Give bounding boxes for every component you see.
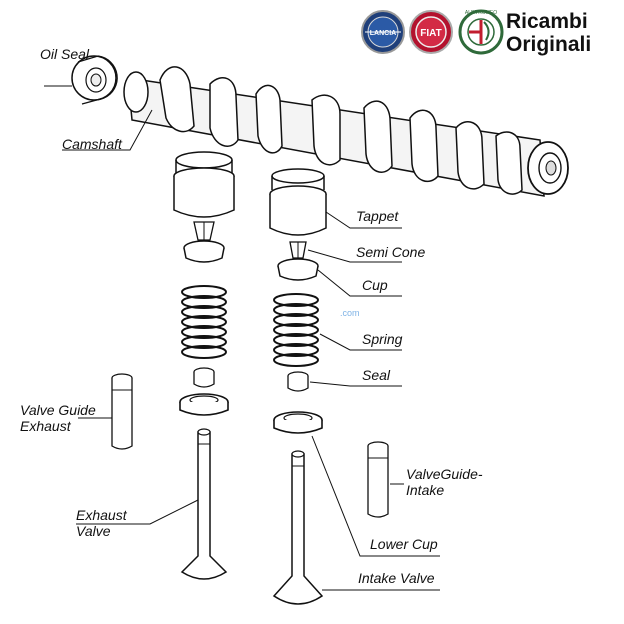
exhaust-seal-part (193, 367, 215, 388)
exhaust-spring-part (181, 285, 227, 359)
intake-spring-part (273, 293, 319, 367)
label-lower-cup: Lower Cup (370, 536, 438, 552)
label-oil-seal: Oil Seal (40, 46, 90, 62)
label-spring: Spring (362, 331, 403, 347)
exhaust-valve-leader (76, 499, 199, 525)
intake-cup-part (277, 258, 319, 281)
seal-leader (309, 381, 402, 387)
cup-leader (317, 269, 402, 297)
fiat-logo: FIAT (409, 10, 453, 54)
label-tappet: Tappet (356, 208, 399, 224)
label-camshaft: Camshaft (62, 136, 122, 152)
label-seal: Seal (362, 367, 391, 383)
brand-line-1: Ricambi (506, 10, 588, 33)
lower-cup-leader (311, 435, 440, 557)
camshaft-leader (62, 109, 153, 151)
intake-seal-part (287, 371, 309, 392)
intake-semi-cone-part (289, 241, 307, 259)
intake-valve-part (272, 450, 324, 605)
label-valve-guide-intake: ValveGuide- Intake (406, 466, 483, 498)
camshaft-part (123, 66, 569, 197)
spring-leader (319, 333, 402, 351)
brand-title: Ricambi Originali (506, 10, 591, 56)
tappet-leader (325, 211, 402, 229)
leader-lines (44, 85, 440, 591)
exhaust-semi-cone-part (193, 221, 215, 241)
label-intake-valve: Intake Valve (358, 570, 435, 586)
exhaust-cup-part (183, 240, 225, 263)
intake-valve-guide-part (367, 441, 389, 518)
label-semi-cone: Semi Cone (356, 244, 426, 260)
label-exhaust-valve-line1: Exhaust (76, 507, 127, 523)
label-valve-guide-exhaust-line1: Valve Guide (20, 402, 96, 418)
svg-text:FIAT: FIAT (420, 28, 441, 39)
label-exhaust-valve: Exhaust Valve (76, 507, 127, 539)
watermark-text: .com (340, 308, 360, 318)
brand-line-2: Originali (506, 33, 592, 56)
label-exhaust-valve-line2: Valve (76, 523, 111, 539)
semi-cone-leader (307, 249, 402, 263)
exhaust-tappet-part (173, 151, 235, 218)
label-cup: Cup (362, 277, 388, 293)
intake-lower-cup-part (273, 411, 323, 434)
lancia-logo: LANCIA (361, 10, 405, 54)
exhaust-lower-cup-part (179, 393, 229, 416)
oil-seal-part (71, 55, 118, 105)
label-valve-guide-exhaust: Valve Guide Exhaust (20, 402, 96, 434)
svg-text:ALFA ROMEO: ALFA ROMEO (465, 10, 497, 16)
alfa-romeo-logo: ALFA ROMEO (458, 9, 504, 55)
exhaust-valve-part (180, 428, 228, 580)
exhaust-valve-guide-part (111, 373, 133, 450)
label-valve-guide-intake-line2: Intake (406, 482, 445, 498)
label-valve-guide-intake-line1: ValveGuide- (406, 466, 483, 482)
label-valve-guide-exhaust-line2: Exhaust (20, 418, 71, 434)
svg-text:LANCIA: LANCIA (370, 30, 396, 37)
intake-tappet-part (269, 168, 327, 236)
